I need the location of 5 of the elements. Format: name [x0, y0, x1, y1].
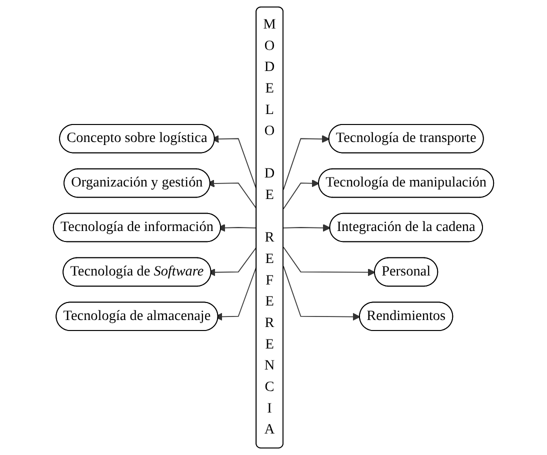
arrow	[282, 179, 320, 210]
arrow	[282, 266, 360, 321]
arrow	[282, 224, 330, 232]
arrow	[282, 246, 376, 276]
arrow	[282, 135, 330, 190]
